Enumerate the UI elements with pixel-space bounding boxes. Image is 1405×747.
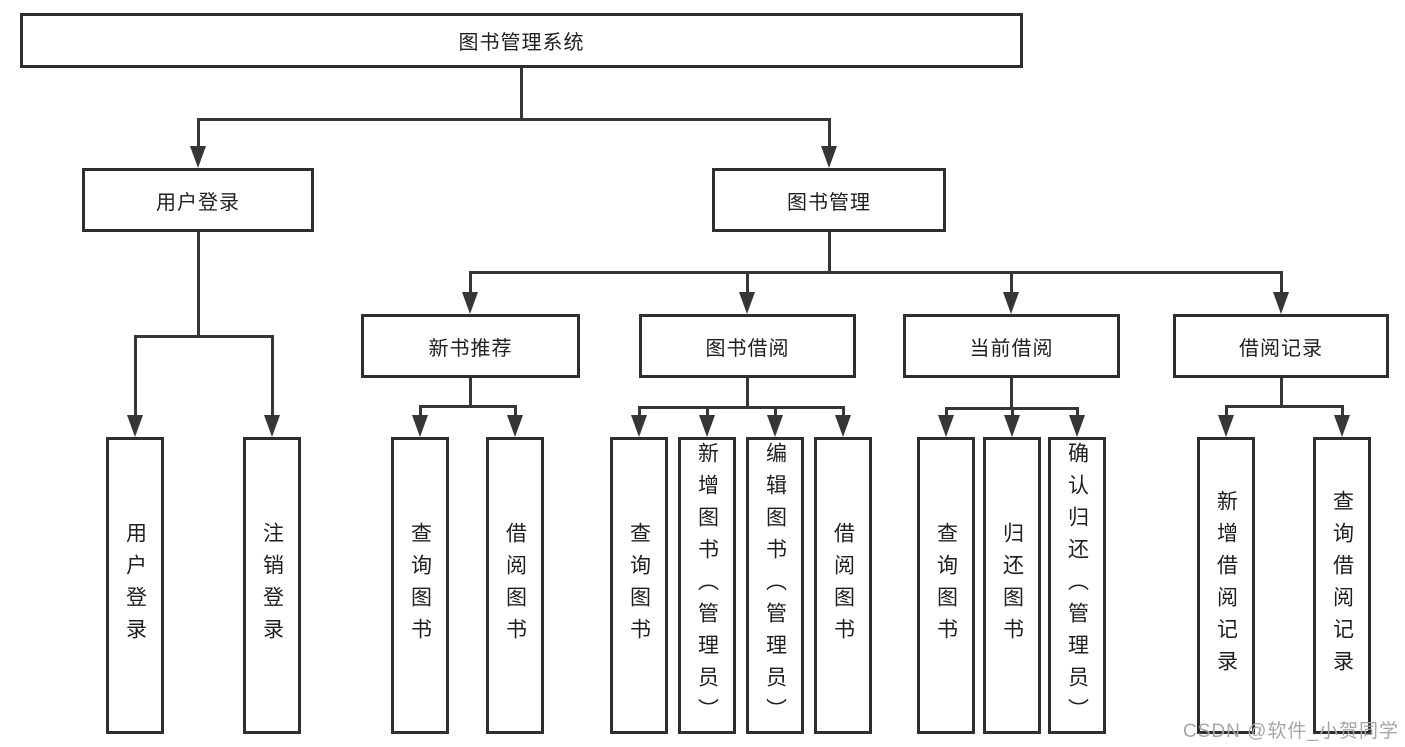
connector-line xyxy=(1010,271,1013,294)
connector-line xyxy=(828,118,831,148)
connector-line xyxy=(1225,405,1228,417)
node-label: 注销登录 xyxy=(260,521,284,650)
leaf-logout: 注销登录 xyxy=(243,437,301,734)
connector-line xyxy=(134,335,274,338)
node-label: 借阅图书 xyxy=(503,521,527,650)
leaf-return-books: 归还图书 xyxy=(983,437,1041,734)
arrowhead-down-icon xyxy=(1004,415,1020,437)
connector-line xyxy=(945,407,948,417)
connector-line xyxy=(514,405,517,417)
node-label: 用户登录 xyxy=(156,191,240,214)
node-root-library-system: 图书管理系统 xyxy=(20,13,1023,68)
leaf-edit-books-admin: 编辑图书（管理员） xyxy=(746,437,804,734)
connector-line xyxy=(746,378,749,406)
node-label: 借阅记录 xyxy=(1239,337,1323,360)
node-label: 确认归还（管理员） xyxy=(1065,441,1089,730)
arrowhead-down-icon xyxy=(264,415,280,437)
leaf-query-books-recommend: 查询图书 xyxy=(391,437,449,734)
node-label: 新增借阅记录 xyxy=(1214,489,1238,682)
leaf-query-borrow-record: 查询借阅记录 xyxy=(1313,437,1371,734)
connector-line xyxy=(1076,407,1079,417)
connector-line xyxy=(706,406,709,417)
node-label: 图书借阅 xyxy=(705,337,790,360)
connector-line xyxy=(469,378,472,405)
node-label: 图书管理系统 xyxy=(458,32,585,54)
leaf-add-books-admin: 新增图书（管理员） xyxy=(678,437,736,734)
arrowhead-down-icon xyxy=(412,415,428,437)
connector-line xyxy=(1011,407,1014,417)
node-label: 编辑图书（管理员） xyxy=(763,441,787,730)
node-label: 查询图书 xyxy=(408,521,432,650)
node-label: 当前借阅 xyxy=(969,337,1054,360)
node-label: 用户登录 xyxy=(123,521,147,650)
connector-line xyxy=(419,405,422,417)
connector-line xyxy=(134,335,137,417)
node-label: 借阅图书 xyxy=(831,521,855,650)
arrowhead-down-icon xyxy=(739,292,755,314)
arrowhead-down-icon xyxy=(190,146,206,168)
connector-line xyxy=(520,68,523,118)
connector-line xyxy=(842,406,845,417)
connector-line xyxy=(1280,378,1283,405)
leaf-confirm-return-admin: 确认归还（管理员） xyxy=(1048,437,1106,734)
arrowhead-down-icon xyxy=(462,292,478,314)
connector-line xyxy=(197,118,200,148)
arrowhead-down-icon xyxy=(1273,292,1289,314)
connector-line xyxy=(197,232,200,335)
node-label: 归还图书 xyxy=(1000,521,1024,650)
connector-line xyxy=(1225,405,1344,408)
connector-line xyxy=(197,118,831,121)
connector-line xyxy=(469,271,1282,274)
node-book-borrowing: 图书借阅 xyxy=(639,314,856,378)
connector-line xyxy=(1280,271,1283,294)
node-label: 新增图书（管理员） xyxy=(695,441,719,730)
arrowhead-down-icon xyxy=(699,415,715,437)
leaf-add-borrow-record: 新增借阅记录 xyxy=(1197,437,1255,734)
connector-line xyxy=(746,271,749,294)
node-book-management-branch: 图书管理 xyxy=(712,168,946,232)
node-user-login-branch: 用户登录 xyxy=(82,168,314,232)
connector-line xyxy=(419,405,517,408)
node-label: 新书推荐 xyxy=(428,337,513,360)
arrowhead-down-icon xyxy=(835,415,851,437)
leaf-borrow-books-recommend: 借阅图书 xyxy=(486,437,544,734)
leaf-query-books-current: 查询图书 xyxy=(917,437,975,734)
leaf-borrow-books: 借阅图书 xyxy=(814,437,872,734)
connector-line xyxy=(638,406,641,417)
arrowhead-down-icon xyxy=(507,415,523,437)
arrowhead-down-icon xyxy=(1069,415,1085,437)
arrowhead-down-icon xyxy=(1334,415,1350,437)
node-label: 图书管理 xyxy=(787,191,871,214)
connector-line xyxy=(1341,405,1344,417)
arrowhead-down-icon xyxy=(821,146,837,168)
node-current-borrowing: 当前借阅 xyxy=(903,314,1120,378)
node-label: 查询图书 xyxy=(934,521,958,650)
leaf-query-books-borrowing: 查询图书 xyxy=(610,437,668,734)
connector-line xyxy=(271,335,274,417)
node-label: 查询借阅记录 xyxy=(1330,489,1354,682)
connector-line xyxy=(828,232,831,271)
node-borrowing-records: 借阅记录 xyxy=(1173,314,1389,378)
connector-line xyxy=(1010,378,1013,407)
csdn-watermark: CSDN @软件_小贺同学 xyxy=(1183,721,1399,742)
arrowhead-down-icon xyxy=(938,415,954,437)
arrowhead-down-icon xyxy=(767,415,783,437)
arrowhead-down-icon xyxy=(1003,292,1019,314)
node-new-book-recommend: 新书推荐 xyxy=(361,314,580,378)
connector-line xyxy=(774,406,777,417)
connector-line xyxy=(638,406,845,409)
node-label: 查询图书 xyxy=(627,521,651,650)
arrowhead-down-icon xyxy=(127,415,143,437)
leaf-user-login: 用户登录 xyxy=(106,437,164,734)
connector-line xyxy=(469,271,472,294)
arrowhead-down-icon xyxy=(631,415,647,437)
arrowhead-down-icon xyxy=(1218,415,1234,437)
